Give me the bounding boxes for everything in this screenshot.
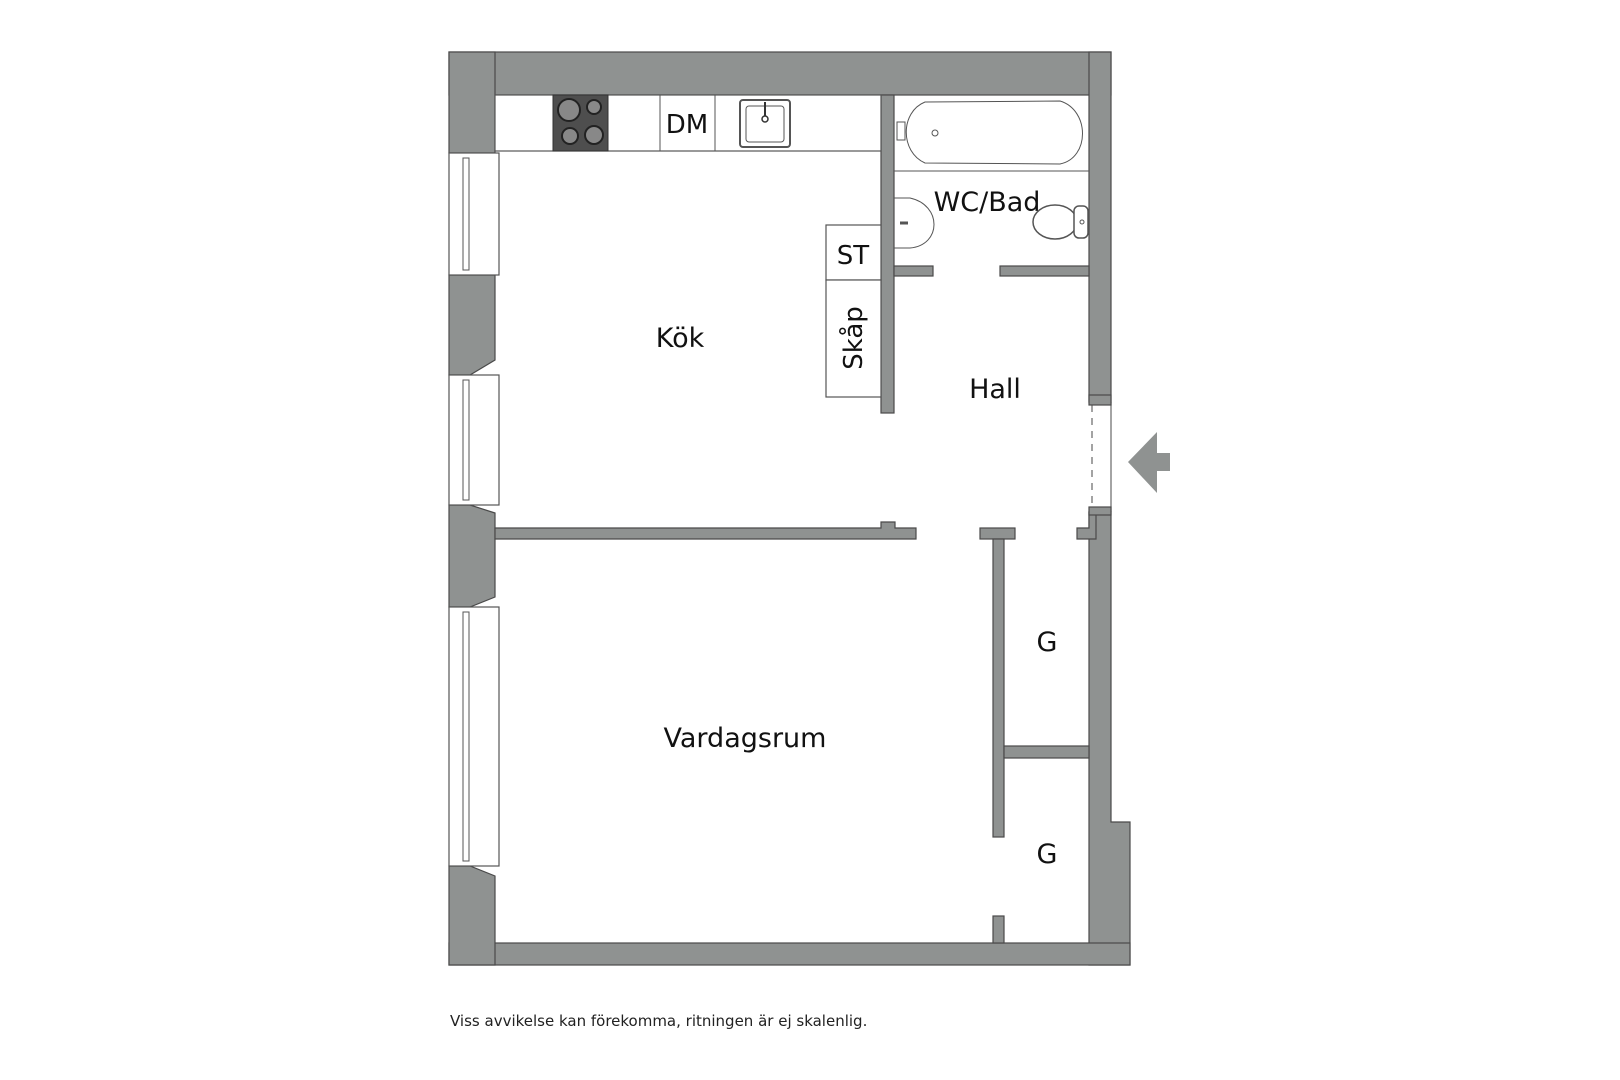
room-label-bathroom: WC/Bad <box>934 187 1041 218</box>
bathtub-icon <box>894 100 1089 172</box>
disclaimer-text: Viss avvikelse kan förekomma, ritningen … <box>450 1012 868 1030</box>
toilet-icon <box>1032 204 1089 240</box>
dishwasher-label: DM <box>666 110 708 140</box>
storage-units <box>825 224 882 398</box>
entrance-door <box>1088 394 1112 516</box>
cabinet-label: Skåp <box>838 306 869 370</box>
entrance-arrow-icon <box>1128 432 1170 493</box>
washbasin-icon <box>894 197 935 249</box>
stove-icon <box>552 94 609 152</box>
room-label-living-room: Vardagsrum <box>664 723 827 754</box>
storage-label: ST <box>837 241 870 271</box>
room-label-closet-1: G <box>1037 627 1058 658</box>
interior-walls <box>494 94 1097 944</box>
room-label-closet-2: G <box>1037 839 1058 870</box>
exterior-walls <box>448 51 1131 966</box>
room-label-kitchen: Kök <box>656 323 705 354</box>
room-label-hall: Hall <box>969 374 1021 405</box>
sink-icon <box>739 99 791 148</box>
windows <box>448 152 500 867</box>
